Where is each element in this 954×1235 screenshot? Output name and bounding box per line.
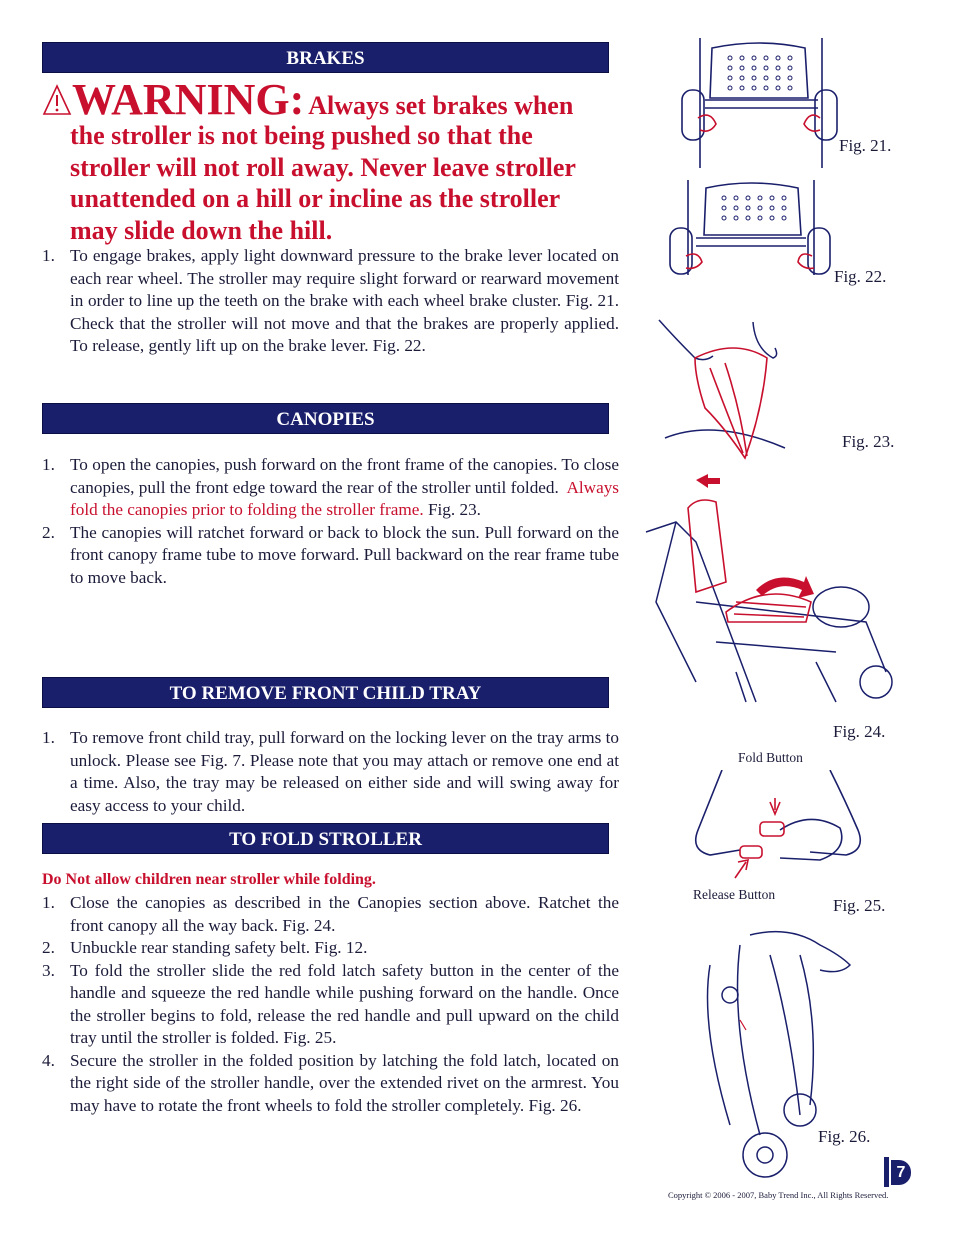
step-text: To open the canopies, push forward on th… — [70, 455, 619, 497]
section-header-canopies: CANOPIES — [42, 403, 609, 434]
step-text: Fig. 23. — [427, 500, 481, 519]
step-number: 2. — [42, 522, 55, 542]
canopy-fold-illustration — [658, 319, 786, 460]
step-number: 4. — [42, 1050, 55, 1070]
step-text: To engage brakes, apply light downward p… — [70, 246, 619, 355]
canopy-steps: 1. To open the canopies, push forward on … — [42, 454, 619, 589]
step-number: 2. — [42, 938, 55, 957]
fold-warning: Do Not allow children near stroller whil… — [42, 871, 376, 888]
figure-caption: Fig. 21. — [839, 136, 892, 155]
list-item: 2. The canopies will ratchet forward or b… — [42, 522, 619, 590]
list-item: 2. Unbuckle rear standing safety belt. Fi… — [42, 937, 619, 960]
page-number: 7 — [891, 1160, 911, 1185]
list-item: 3. To fold the stroller slide the red fol… — [42, 960, 619, 1050]
fold-button-label: Fold Button — [738, 750, 803, 765]
release-button-label: Release Button — [693, 887, 776, 902]
step-text: The canopies will ratchet forward or bac… — [70, 522, 619, 587]
section-header-tray: TO REMOVE FRONT CHILD TRAY — [42, 677, 609, 708]
warning-word: WARNING: — [72, 75, 305, 124]
folded-stroller-illustration — [706, 930, 852, 1178]
step-number: 1. — [42, 728, 55, 747]
step-number: 1. — [42, 893, 55, 912]
stroller-canopy-back-illustration — [645, 474, 893, 703]
brakes-steps: 1. To engage brakes, apply light downward… — [42, 245, 619, 358]
warning-lead: Always set brakes when — [308, 91, 574, 120]
fold-steps: 1. Close the canopies as described in the… — [42, 892, 619, 1117]
step-number: 3. — [42, 960, 55, 980]
figure-caption: Fig. 25. — [833, 896, 886, 915]
warning-triangle-icon — [42, 84, 72, 116]
figure-caption: Fig. 22. — [834, 267, 887, 286]
warning-text: the stroller is not being pushed so that… — [70, 121, 576, 245]
figure-caption: Fig. 26. — [818, 1127, 871, 1146]
figure-caption: Fig. 23. — [842, 432, 895, 451]
list-item: 1. To remove front child tray, pull forwa… — [42, 727, 619, 817]
step-text: To fold the stroller slide the red fold … — [70, 960, 619, 1048]
page-number-badge: 7 — [884, 1157, 912, 1187]
step-text: Close the canopies as described in the C… — [70, 893, 619, 935]
list-item: 4. Secure the stroller in the folded posi… — [42, 1050, 619, 1118]
tray-steps: 1. To remove front child tray, pull forwa… — [42, 727, 619, 817]
step-number: 1. — [42, 246, 55, 265]
warning-block: WARNING: Always set brakes when the stro… — [42, 78, 612, 246]
brake-engage-illustration — [681, 38, 838, 168]
section-header-brakes: BRAKES — [42, 42, 609, 73]
step-text-red: Always fold the canopies prior to foldin… — [70, 477, 619, 520]
list-item: 1. Close the canopies as described in the… — [42, 892, 619, 937]
list-item: 1. To open the canopies, push forward on … — [42, 454, 619, 522]
step-text: Secure the stroller in the folded positi… — [70, 1050, 619, 1115]
step-text: Unbuckle rear standing safety belt. Fig.… — [70, 938, 368, 957]
figure-caption: Fig. 24. — [833, 722, 886, 741]
step-text: To remove front child tray, pull forward… — [70, 728, 619, 815]
handle-buttons-illustration — [694, 770, 862, 879]
copyright-text: Copyright © 2006 - 2007, Baby Trend Inc.… — [668, 1190, 889, 1200]
section-header-fold: TO FOLD STROLLER — [42, 823, 609, 854]
list-item: 1. To engage brakes, apply light downward… — [42, 245, 619, 358]
step-number: 1. — [42, 455, 55, 474]
brake-release-illustration — [669, 180, 831, 275]
